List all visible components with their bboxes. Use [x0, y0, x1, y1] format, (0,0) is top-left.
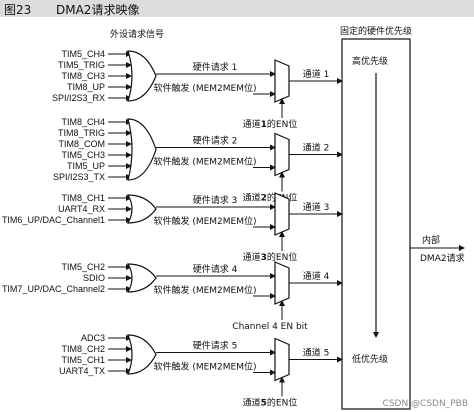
enable-bit-label: 通道3的EN位 [243, 251, 298, 263]
enable-bit-prefix: 通道 [243, 397, 261, 409]
signal-label: TIM5_CH2 [61, 262, 105, 272]
signal-label: TIM8_CH1 [61, 193, 105, 203]
signal-label: TIM6_UP/DAC_Channel1 [2, 215, 105, 225]
multiplexer [274, 261, 290, 305]
signal-label: TIM8_TRIG [58, 128, 105, 138]
dma2-request-label: DMA2请求 [420, 252, 465, 264]
peripheral-signals-header: 外设请求信号 [110, 28, 164, 40]
signal-label: TIM5_TRIG [58, 60, 105, 70]
software-trigger-label: 软件触发 (MEM2MEM位) [153, 284, 256, 296]
enable-bit-label: 通道1的EN位 [243, 118, 298, 130]
software-trigger-label: 软件触发 (MEM2MEM位) [153, 82, 256, 94]
multiplexer [274, 59, 290, 103]
channels-group: TIM5_CH4TIM5_TRIGTIM8_CH3TIM8_UPSPI/I2S3… [2, 49, 343, 409]
signal-label: TIM5_CH3 [61, 150, 105, 160]
signal-label: ADC3 [81, 333, 105, 343]
enable-bit-suffix: 的EN位 [267, 397, 297, 409]
channel-1: TIM5_CH4TIM5_TRIGTIM8_CH3TIM8_UPSPI/I2S3… [52, 49, 343, 130]
signal-label: TIM8_CH3 [61, 71, 105, 81]
software-trigger-label: 软件触发 (MEM2MEM位) [153, 361, 256, 373]
signal-label: UART4_RX [58, 204, 105, 214]
signal-label: SPI/I2S3_TX [53, 172, 105, 182]
dma2-request-diagram: 外设请求信号 固定的硬件优先级 高优先级 低优先级 内部 DMA2请求 TIM5… [2, 25, 465, 410]
channel-label: 通道 2 [303, 142, 330, 154]
dma-controller-box [341, 38, 411, 410]
multiplexer [274, 132, 290, 177]
enable-bit-number: 3 [261, 253, 267, 263]
enable-bit-number: 2 [261, 194, 267, 204]
software-trigger-label: 软件触发 (MEM2MEM位) [153, 215, 256, 227]
enable-bit-suffix: 的EN位 [267, 251, 297, 263]
figure-title: DMA2请求映像 [56, 3, 140, 17]
enable-bit-label: Channel 4 EN bit [232, 322, 308, 332]
multiplexer [274, 337, 290, 382]
channel-label: 通道 5 [303, 347, 330, 359]
signal-label: TIM5_UP [67, 161, 105, 171]
channel-label: 通道 4 [303, 270, 330, 282]
signal-label: TIM8_CH2 [61, 344, 105, 354]
hardware-request-label: 硬件请求 1 [193, 61, 238, 73]
or-gate [126, 263, 157, 293]
signal-label: TIM8_UP [67, 82, 105, 92]
signal-label: TIM5_CH4 [61, 49, 105, 59]
channel-label: 通道 3 [303, 201, 330, 213]
hardware-request-label: 硬件请求 5 [193, 340, 238, 352]
hardware-request-label: 硬件请求 4 [193, 263, 238, 275]
signal-label: UART4_TX [59, 366, 105, 376]
signal-label: SDIO [83, 273, 105, 283]
signal-label: TIM8_CH4 [61, 117, 105, 127]
enable-bit-label: 通道5的EN位 [243, 397, 298, 409]
signal-label: SPI/I2S3_RX [52, 93, 105, 103]
signal-label: TIM5_CH1 [61, 355, 105, 365]
enable-bit-suffix: Channel 4 EN bit [232, 322, 308, 332]
multiplexer [274, 192, 290, 236]
figure-number: 图23 [4, 3, 32, 17]
watermark: CSDN @CSDN_PBB [382, 399, 468, 409]
figure-title-bar: 图23 DMA2请求映像 [0, 0, 474, 17]
software-trigger-label: 软件触发 (MEM2MEM位) [153, 156, 256, 168]
internal-label: 内部 [422, 234, 440, 246]
enable-bit-number: 1 [261, 120, 267, 130]
high-priority-label: 高优先级 [352, 55, 388, 67]
low-priority-label: 低优先级 [352, 353, 388, 365]
signal-label: TIM7_UP/DAC_Channel2 [2, 284, 105, 294]
channel-2: TIM8_CH4TIM8_TRIGTIM8_COMTIM5_CH3TIM5_UP… [53, 117, 343, 204]
enable-bit-prefix: 通道 [243, 251, 261, 263]
enable-bit-number: 5 [261, 399, 267, 409]
or-gate [127, 118, 157, 181]
enable-bit-prefix: 通道 [243, 118, 261, 130]
hardware-priority-header: 固定的硬件优先级 [340, 25, 412, 37]
signal-label: TIM8_COM [58, 139, 105, 149]
or-gate [127, 50, 157, 102]
enable-bit-prefix: 通道 [243, 192, 261, 204]
or-gate [126, 194, 157, 224]
hardware-request-label: 硬件请求 3 [193, 194, 238, 206]
channel-label: 通道 1 [303, 68, 330, 80]
or-gate [127, 334, 157, 375]
enable-bit-suffix: 的EN位 [267, 118, 297, 130]
hardware-request-label: 硬件请求 2 [193, 135, 238, 147]
